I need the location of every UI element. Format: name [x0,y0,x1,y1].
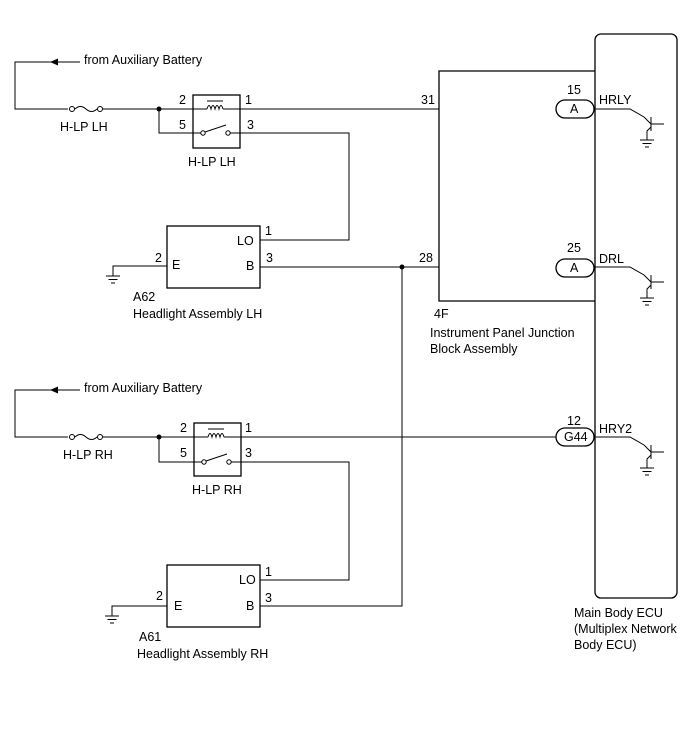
junction-block-name-1: Instrument Panel Junction [430,326,575,340]
ecu-signal-hrly: HRLY [599,93,632,107]
rh-headlight-ground-wire [111,605,167,616]
ecu-name-2: (Multiplex Network [574,622,678,636]
lh-headlight-ground-wire [112,265,167,276]
junction-block: 31 28 4F Instrument Panel Junction Block… [419,70,595,356]
rh-relay-pin-5: 5 [180,446,187,460]
ecu-connector-drl [555,258,595,278]
rh-lo-wire [241,461,350,581]
lh-headlight-pin-b: 3 [266,251,273,265]
rh-headlight-pin-b: 3 [265,591,272,605]
rh-fuse-label: H-LP RH [63,448,113,462]
rh-headlight-term-e: E [174,599,182,613]
lh-relay-pin-2: 2 [179,93,186,107]
ecu-pin-hrly: 15 [567,83,581,97]
lh-circuit: from Auxiliary Battery H-LP LH 2 5 1 [14,53,556,321]
ecu-signal-hry2: HRY2 [599,422,632,436]
rh-headlight-pin-e: 2 [156,589,163,603]
lh-headlight-box [166,225,261,289]
rh-relay-label: H-LP RH [192,483,242,497]
ecu-name-1: Main Body ECU [574,606,663,620]
lh-ground-icon [106,275,120,284]
ecu-pin-hry2: 12 [567,414,581,428]
ecu-box [594,33,678,599]
rh-relay-pin-2: 2 [180,421,187,435]
hrly-transistor-icon [594,108,664,148]
lh-headlight-term-b: B [246,259,254,273]
ecu-name-3: Body ECU) [574,638,637,652]
junction-block-outline [438,70,595,302]
ecu-connector-hrly-label: A [570,102,579,116]
rh-headlight-pin-lo: 1 [265,565,272,579]
lh-battery-arrow-icon [50,58,58,66]
junction-pin-hrly: 31 [421,93,435,107]
lh-relay-label: H-LP LH [188,155,236,169]
hry2-transistor-icon [594,436,664,476]
lh-headlight-term-e: E [172,258,180,272]
lh-battery-feed-wire [14,61,80,110]
rh-aux-battery-label: from Auxiliary Battery [84,381,203,395]
lh-headlight-term-lo: LO [237,234,254,248]
lh-relay-switch-icon [193,124,240,136]
lh-fuse-label: H-LP LH [60,120,108,134]
junction-block-id: 4F [434,307,449,321]
ecu-connector-drl-label: A [570,261,579,275]
lh-headlight-pin-lo: 1 [265,224,272,238]
rh-headlight-connector: A61 [139,630,161,644]
lh-fuse-icon [69,106,103,112]
ecu-pin-drl: 25 [567,241,581,255]
rh-b-to-drl-wire [260,267,403,607]
ecu-signal-drl: DRL [599,252,624,266]
ecu-connector-hry2-label: G44 [564,430,588,444]
lh-relay-box [192,94,241,149]
rh-headlight-box [166,564,261,628]
drl-transistor-icon [594,266,664,306]
rh-relay-pin5-wire [158,437,194,463]
rh-relay-box [193,422,242,477]
main-body-ecu: A 15 HRLY A 25 DRL G44 12 HRY2 [555,33,678,652]
rh-headlight-name: Headlight Assembly RH [137,647,268,661]
lh-headlight-connector: A62 [133,290,155,304]
lh-relay-pin5-wire [158,109,193,134]
rh-circuit: from Auxiliary Battery H-LP RH 2 5 1 3 [14,267,556,661]
lh-relay-pin-1: 1 [245,93,252,107]
rh-headlight-term-lo: LO [239,573,256,587]
rh-headlight-term-b: B [246,599,254,613]
lh-aux-battery-label: from Auxiliary Battery [84,53,203,67]
rh-battery-arrow-icon [50,386,58,394]
rh-relay-coil-icon [194,428,241,439]
junction-pin-drl: 28 [419,251,433,265]
lh-lo-wire [240,132,350,241]
lh-headlight-pin-e: 2 [155,251,162,265]
rh-battery-feed-wire [14,389,80,438]
lh-relay-coil-icon [193,100,240,111]
junction-block-name-2: Block Assembly [430,342,518,356]
rh-relay-pin-3: 3 [245,446,252,460]
lh-headlight-name: Headlight Assembly LH [133,307,262,321]
rh-relay-pin-1: 1 [245,421,252,435]
rh-relay-switch-icon [194,453,241,465]
rh-ground-icon [105,615,119,624]
rh-fuse-icon [69,434,103,440]
lh-relay-pin-3: 3 [247,118,254,132]
lh-relay-pin-5: 5 [179,118,186,132]
